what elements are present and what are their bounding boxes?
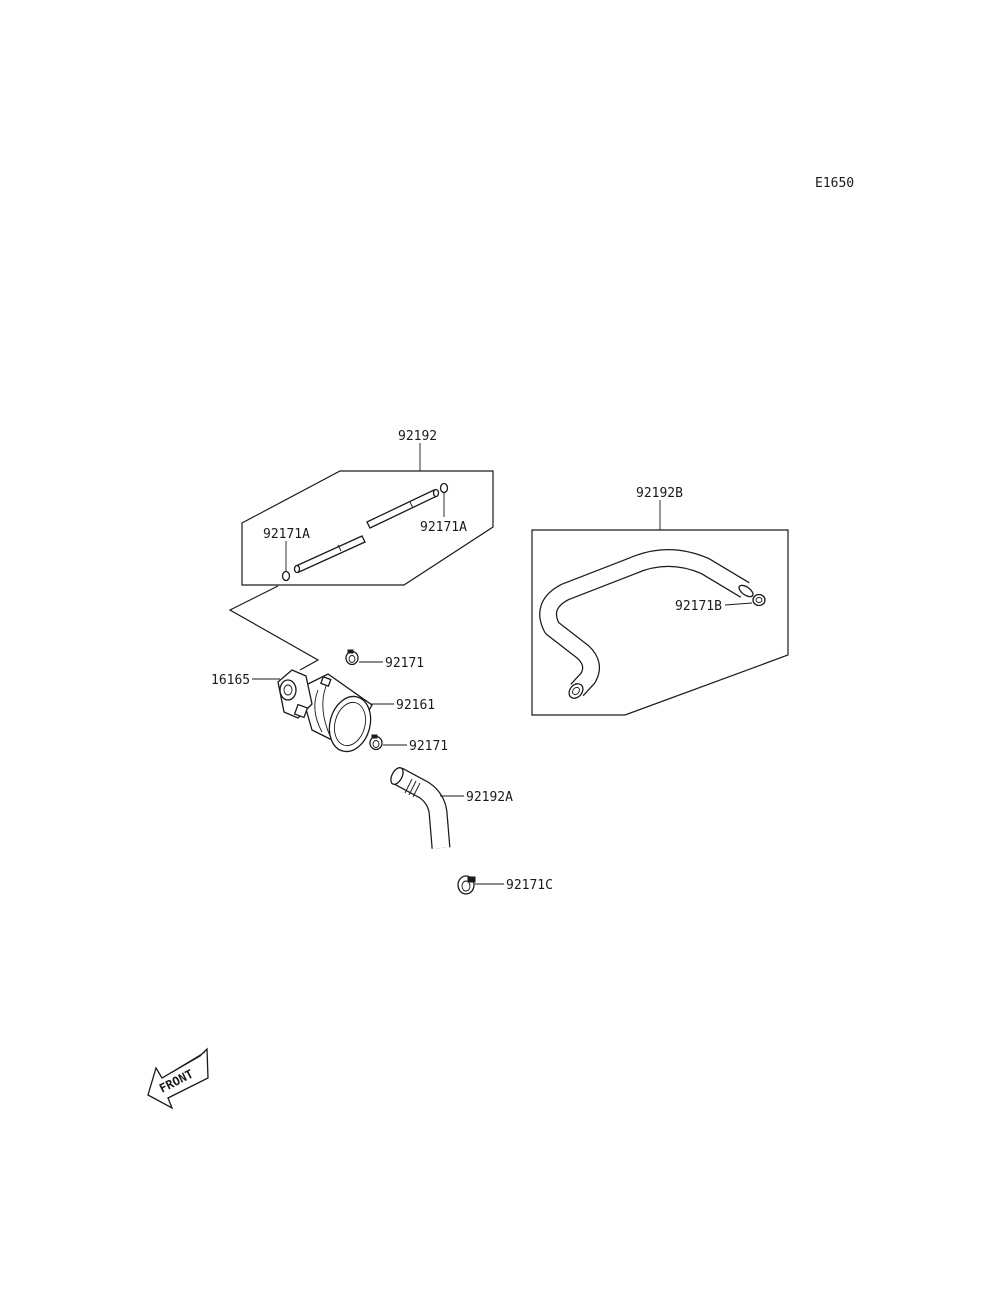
label-92171A-left[interactable]: 92171A (263, 527, 310, 542)
clamp-92171B[interactable] (752, 593, 766, 607)
group-box-92192 (241, 470, 494, 586)
clamp-92171A-left[interactable] (281, 570, 291, 582)
hose-92192A[interactable] (388, 766, 451, 849)
front-arrow-icon: FRONT (147, 1047, 209, 1110)
clamp-92171C[interactable] (457, 875, 476, 895)
label-92171C[interactable]: 92171C (506, 878, 553, 893)
clamp-92171-top[interactable] (345, 649, 359, 666)
label-92171A-right[interactable]: 92171A (420, 520, 467, 535)
label-92192A[interactable]: 92192A (466, 790, 513, 805)
label-16165[interactable]: 16165 (211, 673, 250, 688)
fitting-16165[interactable] (277, 669, 332, 719)
diagram-code: E1650 (815, 176, 854, 191)
filter-92161[interactable] (299, 673, 377, 756)
hose-92192[interactable] (293, 488, 440, 574)
label-92171-bottom[interactable]: 92171 (409, 739, 448, 754)
clamp-92171-bottom[interactable] (369, 734, 383, 751)
label-92171-top[interactable]: 92171 (385, 656, 424, 671)
leader-92171B (724, 602, 753, 606)
label-92192B[interactable]: 92192B (636, 486, 683, 501)
label-92192[interactable]: 92192 (398, 429, 437, 444)
connector-line (228, 585, 320, 671)
hose-92192B[interactable] (539, 549, 755, 701)
label-92171B[interactable]: 92171B (675, 599, 722, 614)
clamp-92171A-right[interactable] (439, 482, 449, 494)
group-box-92192B (531, 529, 789, 716)
label-92161[interactable]: 92161 (396, 698, 435, 713)
